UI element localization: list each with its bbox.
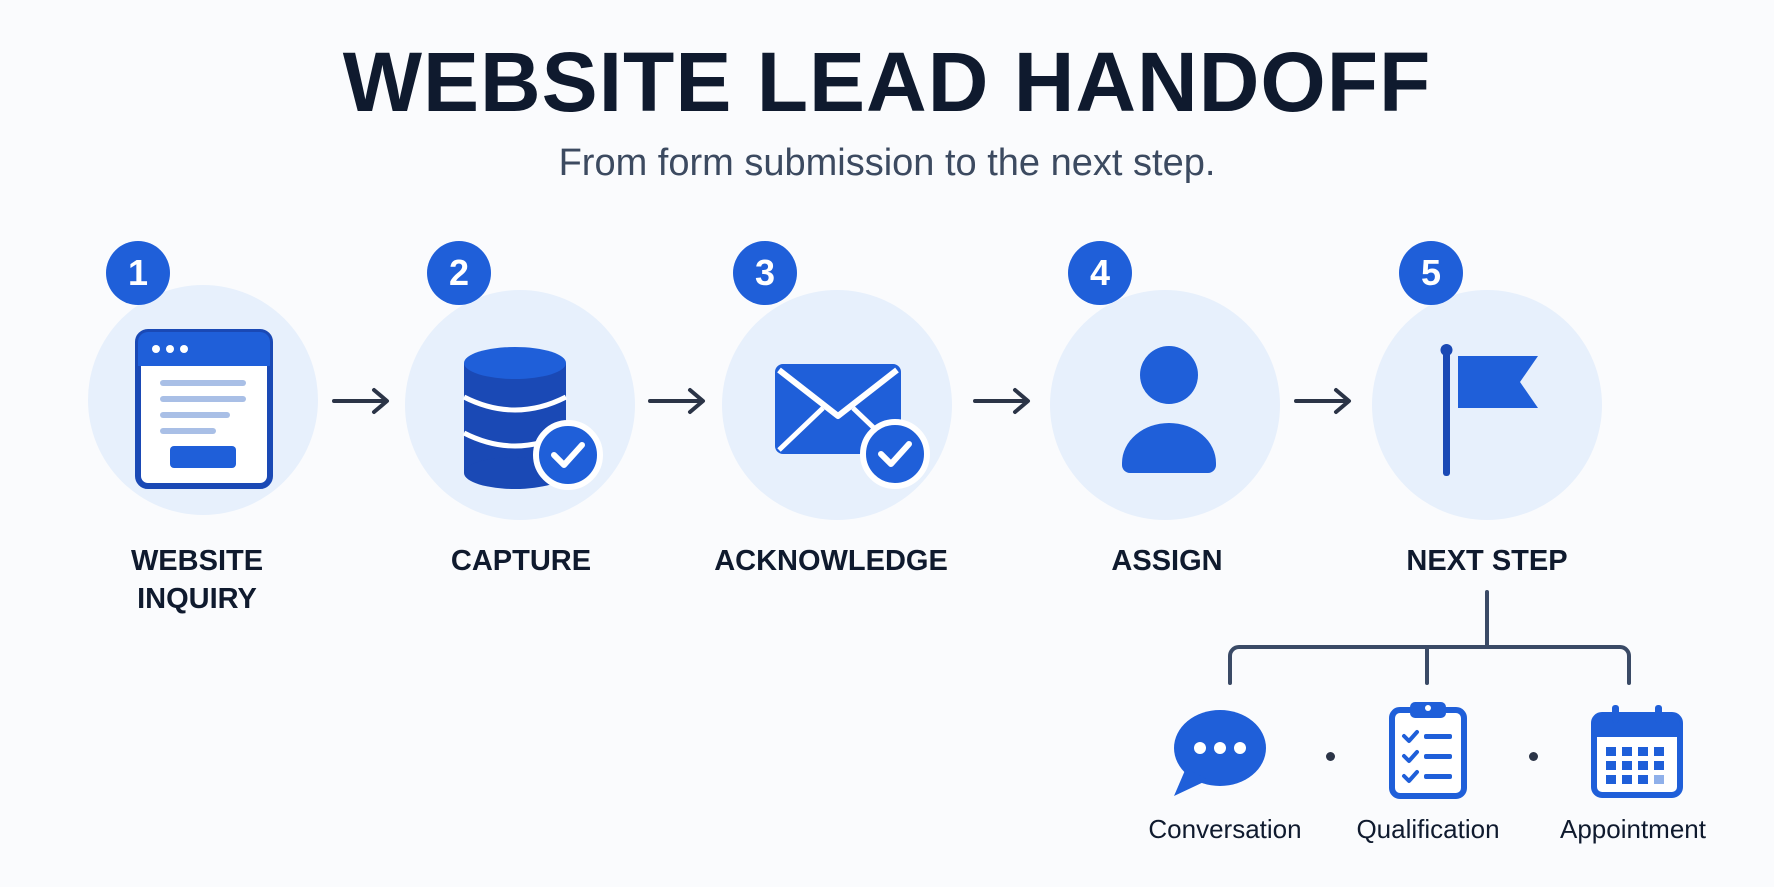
clipboard-checklist-icon [1388,700,1468,800]
arrow-right-icon [1294,386,1354,416]
calendar-icon [1590,703,1684,799]
step-3-badge: 3 [733,241,797,305]
step-1-badge: 1 [106,241,170,305]
page-subtitle: From form submission to the next step. [558,142,1216,184]
chat-bubble-icon [1168,706,1268,798]
step-4-label: ASSIGN [1111,545,1223,577]
flag-icon [1436,340,1546,480]
arrow-right-icon [332,386,392,416]
option-conversation-label: Conversation [1148,814,1302,844]
step-4-circle [1050,290,1280,520]
step-1-label-line-1: WEBSITE [130,545,264,577]
browser-form-icon [134,328,274,490]
database-check-icon [462,345,610,490]
step-4-badge: 4 [1068,241,1132,305]
branch-connector [1220,590,1650,685]
step-2-badge: 2 [427,241,491,305]
option-qualification-label: Qualification [1356,814,1500,844]
step-5-badge: 5 [1399,241,1463,305]
step-3-label: ACKNOWLEDGE [714,545,948,577]
arrow-right-icon [973,386,1033,416]
step-1-label: WEBSITE INQUIRY [47,542,347,618]
step-2-label: CAPTURE [450,545,592,577]
arrow-right-icon [648,386,708,416]
separator-dot [1326,752,1335,761]
separator-dot [1529,752,1538,761]
envelope-check-icon [773,362,933,492]
person-icon [1120,345,1218,475]
step-5-label: NEXT STEP [1406,545,1568,577]
page-title: WEBSITE LEAD HANDOFF [342,35,1432,129]
step-1-label-line-2: INQUIRY [137,583,257,615]
option-appointment-label: Appointment [1560,814,1706,844]
